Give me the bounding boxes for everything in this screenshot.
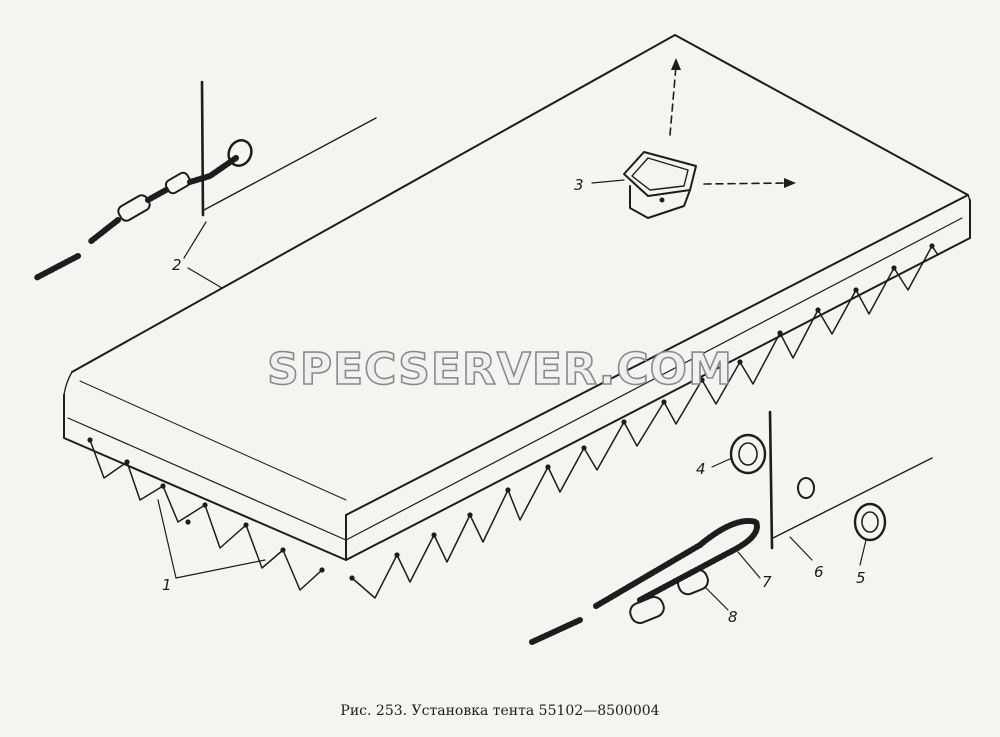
cable-sleeve-lower: [117, 194, 151, 222]
washer-right: [853, 502, 887, 542]
leader-lines: [157, 179, 867, 611]
left-panel: [200, 80, 377, 217]
tarp-body: [63, 34, 971, 561]
tie-cord-side: [351, 245, 939, 599]
direction-arrows: [669, 58, 796, 188]
callout-1: 1: [162, 576, 172, 594]
callout-6: 6: [814, 563, 824, 581]
figure-caption: Рис. 253. Установка тента 55102—8500004: [340, 703, 660, 719]
tarp-top-face: [71, 34, 969, 516]
callout-3: 3: [574, 176, 584, 194]
panel-grommet: [227, 139, 253, 167]
vent-cap: [623, 151, 697, 219]
callout-4: 4: [696, 460, 706, 478]
tarp-side-edge: [345, 199, 971, 561]
callout-numbers: 2 3 1 4 5 6 7 8: [162, 176, 866, 626]
washer-left: [729, 433, 767, 475]
panel-hole: [797, 477, 815, 499]
watermark-text: SPECSERVER.COM: [267, 344, 733, 395]
callout-7: 7: [762, 573, 772, 591]
callout-8: 8: [728, 608, 738, 626]
crimp-sleeves: [629, 568, 709, 624]
callout-5: 5: [856, 569, 866, 587]
tie-cord: [89, 245, 939, 599]
left-cable-assembly: [33, 155, 239, 281]
right-panel: [768, 410, 933, 550]
tie-hooks: [87, 243, 935, 581]
tarp-front-edge: [63, 394, 347, 561]
tie-cable-loop: [529, 518, 760, 645]
callout-2: 2: [172, 256, 182, 274]
